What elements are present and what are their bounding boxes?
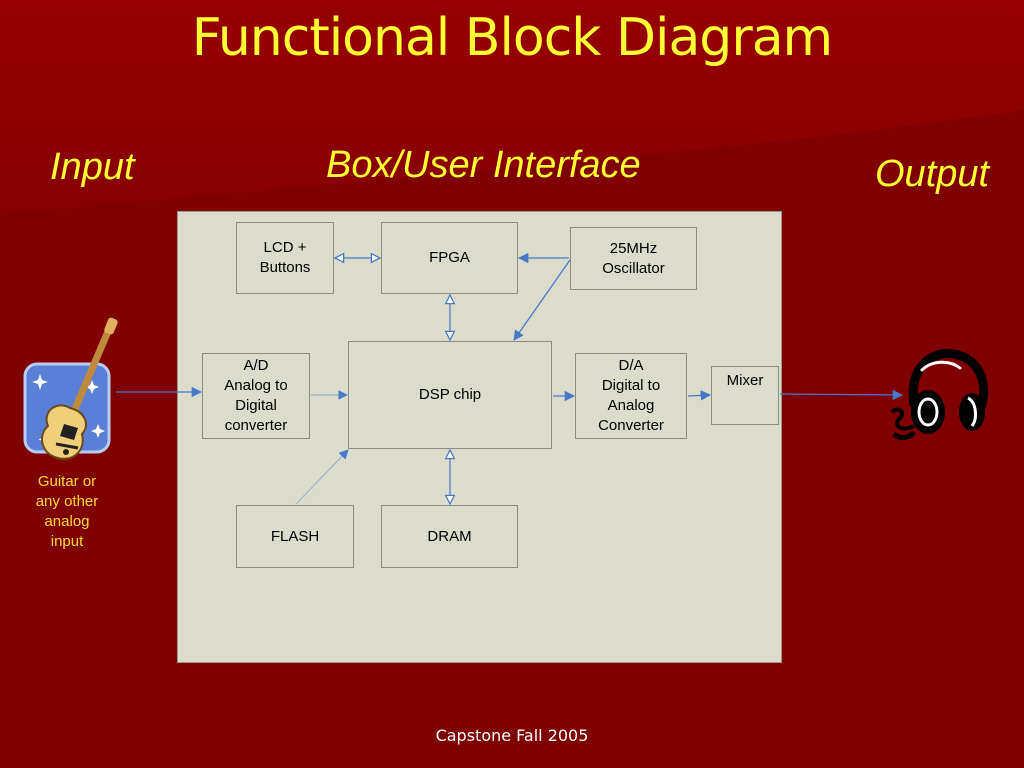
fpga-label: FPGA (429, 249, 470, 266)
fpga-block: FPGA (381, 222, 518, 294)
guitar-icon (23, 317, 118, 460)
ad-converter-label: A/D Analog to Digital converter (224, 357, 288, 434)
dsp-chip-label: DSP chip (418, 386, 482, 403)
lcd-buttons-block: LCD + Buttons (236, 222, 334, 294)
lcd-buttons-label: LCD + Buttons (259, 239, 311, 276)
output-heading: Output (875, 153, 990, 195)
input-caption: Guitar or any other analog input (35, 473, 99, 550)
box-heading: Box/User Interface (326, 144, 641, 186)
mixer-label: Mixer (726, 372, 764, 389)
footer-text: Capstone Fall 2005 (435, 726, 589, 745)
slide-title: Functional Block Diagram (191, 8, 833, 68)
oscillator-label: 25MHz Oscillator (602, 239, 665, 277)
dram-label: DRAM (427, 527, 472, 545)
da-converter-block: D/A Digital to Analog Converter (575, 353, 687, 439)
oscillator-block: 25MHz Oscillator (570, 227, 697, 290)
dram-block: DRAM (381, 505, 518, 568)
ad-converter-block: A/D Analog to Digital converter (202, 353, 310, 439)
da-converter-label: D/A Digital to Analog Converter (598, 357, 664, 434)
flash-block: FLASH (236, 505, 354, 568)
input-heading: Input (50, 146, 135, 188)
headphones-icon (890, 348, 989, 441)
mixer-block: Mixer (711, 366, 779, 425)
flash-label: FLASH (270, 527, 320, 545)
dsp-chip-block: DSP chip (348, 341, 552, 449)
